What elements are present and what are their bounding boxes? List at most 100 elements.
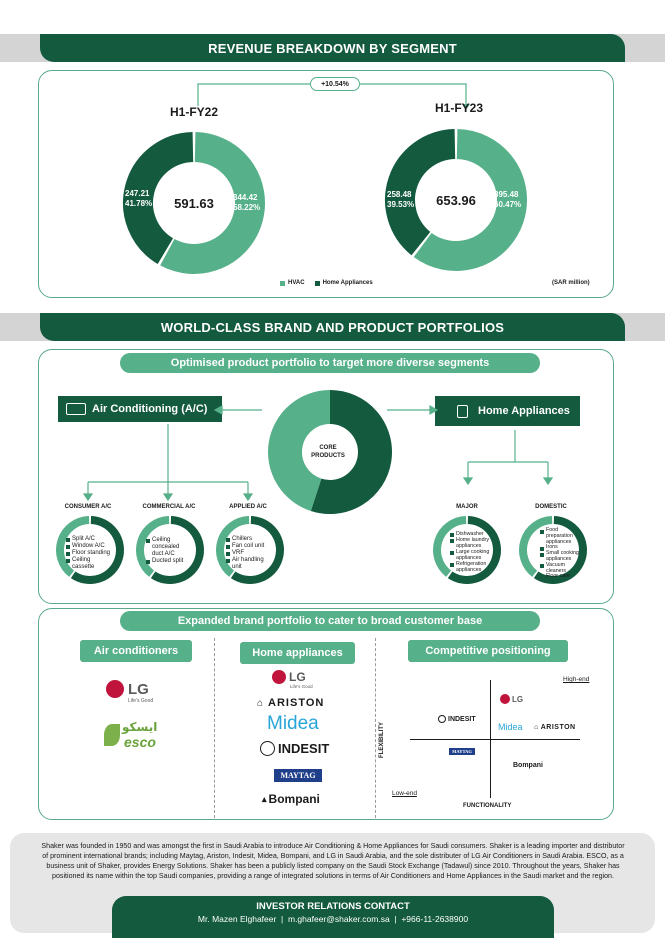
list-item: Chillers [226, 536, 272, 543]
major-donut [433, 516, 501, 584]
fy22-hvac-pct: 58.22% [233, 203, 261, 212]
lg-logo: LG [106, 680, 149, 698]
lg-face-icon [106, 680, 124, 698]
growth-connector [197, 83, 470, 110]
matrix-horizontal-axis [410, 739, 580, 740]
washing-machine-icon [457, 404, 468, 418]
list-item: Irons [540, 545, 580, 551]
unit-note: (SAR million) [552, 280, 590, 286]
col-ac-title: Air conditioners [93, 645, 179, 657]
esco-wordmark: esco [124, 734, 156, 750]
bompani-wordmark: Bompani [268, 792, 320, 806]
col-ha-header: Home appliances [240, 642, 355, 664]
fy22-total: 591.63 [174, 196, 214, 211]
bompani-logo: ▴ Bompani [262, 792, 320, 806]
portfolio-connectors [82, 404, 554, 502]
legend-label-home: Home Appliances [322, 280, 373, 286]
pos-midea: Midea [498, 722, 523, 732]
ring-segment-light [216, 516, 250, 577]
core-slice-home [310, 390, 392, 514]
list-item: Vacuum cleaners [540, 562, 580, 575]
fy23-hvac-label: 395.48 60.47% [494, 190, 521, 210]
list-item: VRF [226, 550, 272, 557]
list-item: Food preparation appliances [540, 527, 580, 545]
growth-badge: +10.54% [310, 77, 360, 91]
x-axis-label: FUNCTIONALITY [463, 803, 512, 809]
lg-wordmark: LG [128, 680, 149, 698]
consumer-ac-donut [56, 516, 124, 584]
indesit-power-icon [260, 741, 275, 756]
fy23-year-label: H1-FY23 [435, 101, 484, 115]
list-item: Fan coil unit [226, 543, 272, 550]
growth-value: +10.54% [321, 80, 349, 88]
list-item: Ducted split [146, 558, 192, 565]
ha-label: Home Appliances [478, 405, 570, 417]
list-item: Ceiling cassette [66, 557, 114, 571]
list-item: Split A/C [66, 536, 114, 543]
portfolio-subtitle-pill: Optimised product portfolio to target mo… [120, 353, 540, 373]
ariston-wordmark: ARISTON [268, 697, 325, 709]
esco-arabic: ايسكو [122, 720, 158, 734]
list-item: Small cooking appliances [540, 550, 580, 563]
fy22-hvac-slice [160, 132, 265, 274]
fy22-home-value: 247.21 [125, 189, 150, 198]
fy23-home-pct: 39.53% [387, 200, 415, 209]
list-item: Dishwasher [450, 531, 494, 537]
air-conditioner-icon [66, 403, 86, 415]
ring-segment-dark [533, 516, 587, 584]
contact-box [112, 896, 554, 938]
core-products-donut [268, 390, 392, 514]
ring-segment-dark [447, 516, 501, 584]
ac-label: Air Conditioning (A/C) [92, 403, 208, 415]
section1-banner: REVENUE BREAKDOWN BY SEGMENT [40, 34, 625, 62]
y-axis-label: FLEXIBILITY [379, 722, 385, 758]
section1-title: REVENUE BREAKDOWN BY SEGMENT [208, 40, 457, 56]
lg-face-icon [272, 670, 286, 684]
legend-item-hvac: HVAC [280, 280, 305, 286]
ha-label-box: Home Appliances [435, 396, 580, 426]
ring-segment-light [433, 516, 467, 577]
fy23-home-value: 258.48 [387, 190, 412, 199]
fy23-hvac-value: 395.48 [494, 190, 519, 199]
ring-segment-dark [70, 516, 124, 584]
ac-label-box: Air Conditioning (A/C) [58, 396, 222, 422]
high-end-label: High-end [563, 676, 590, 683]
maytag-wordmark: MAYTAG [280, 771, 316, 780]
list-item: Ceiling concealed duct A/C [146, 537, 192, 558]
portfolio-subtitle: Optimised product portfolio to target mo… [170, 357, 490, 369]
column-divider [214, 638, 215, 818]
fy23-home-label: 258.48 39.53% [387, 190, 414, 210]
fy22-home-slice [123, 132, 194, 265]
pos-lg: LG [500, 694, 523, 704]
ha-lg-tagline: Life's Good [290, 684, 313, 689]
list-item: Air handling unit [226, 557, 272, 571]
applied-ac-donut [216, 516, 284, 584]
list-item: Floor care [540, 574, 580, 580]
about-text: Shaker was founded in 1950 and was among… [41, 842, 625, 880]
cat-applied-title: APPLIED A/C [229, 504, 267, 510]
column-divider [375, 638, 376, 818]
revenue-legend: HVAC Home Appliances [280, 280, 373, 286]
fy23-donut-chart [385, 129, 527, 271]
major-list: Dishwasher Home laundry appliances Large… [450, 531, 494, 573]
section2-title: WORLD-CLASS BRAND AND PRODUCT PORTFOLIOS [160, 319, 505, 335]
fy22-year-label: H1-FY22 [170, 105, 219, 119]
col-ha-title: Home appliances [252, 647, 343, 659]
esco-logo: ايسكو esco [104, 718, 164, 754]
indesit-logo: INDESIT [260, 741, 329, 756]
legend-swatch-home [314, 280, 320, 286]
fy22-hvac-label: 344.42 58.22% [233, 193, 260, 213]
ariston-house-icon: ⌂ [257, 697, 265, 709]
list-item: Large cooking appliances [450, 549, 494, 561]
indesit-wordmark: INDESIT [278, 741, 330, 756]
pos-ariston: ⌂ ARISTON [534, 724, 576, 731]
lg-face-icon [500, 694, 510, 704]
pos-indesit: INDESIT [438, 715, 476, 723]
ariston-house-icon: ⌂ [534, 724, 539, 731]
ring-segment-light [136, 516, 170, 577]
midea-logo: Midea [267, 713, 319, 734]
list-item: Window A/C [66, 543, 114, 550]
cat-domestic-title: DOMESTIC [535, 504, 567, 510]
pos-bompani: Bompani [513, 762, 543, 769]
fy22-hvac-value: 344.42 [233, 193, 258, 202]
